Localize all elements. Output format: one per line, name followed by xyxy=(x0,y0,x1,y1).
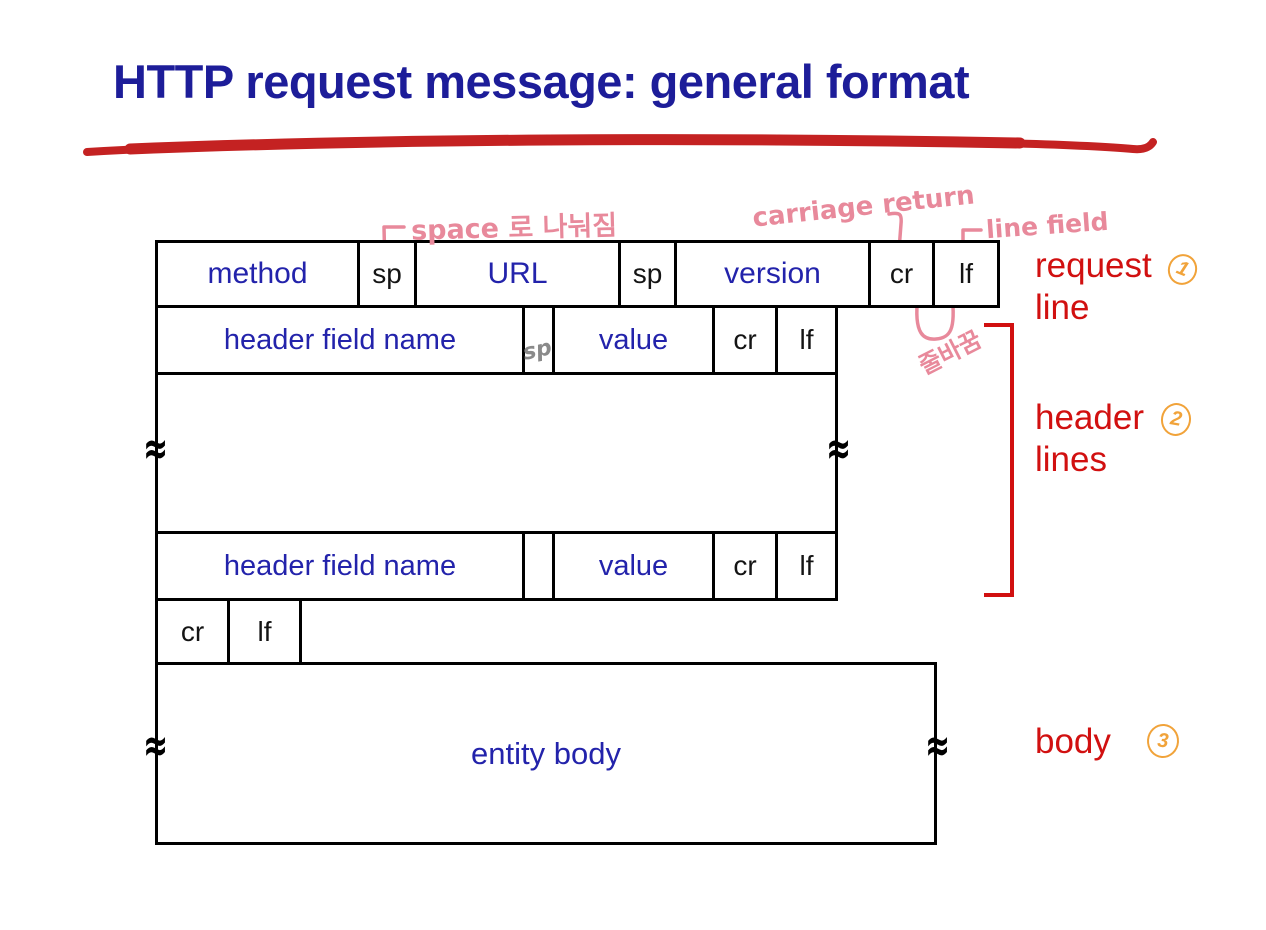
entity-body-box: entity body xyxy=(155,662,937,845)
cell-sp-2: sp xyxy=(618,240,677,308)
cell-cr-request-line: cr xyxy=(868,240,935,308)
cell-cr-header-1: cr xyxy=(712,305,778,375)
red-underline-stroke xyxy=(83,134,1157,156)
header-lines-bracket-bottom-tick xyxy=(984,593,1014,597)
header-lines-bracket-top-tick xyxy=(984,323,1014,327)
squiggle-break-icon: ≈ xyxy=(925,719,951,774)
cell-version: version xyxy=(674,240,871,308)
cell-url: URL xyxy=(414,240,621,308)
page-title: HTTP request message: general format xyxy=(113,55,970,108)
label-body: body xyxy=(1035,722,1111,761)
circled-number-1: 1 xyxy=(1163,249,1202,290)
cell-cr-blank-line: cr xyxy=(155,598,230,665)
label-request-line-1: request xyxy=(1035,246,1152,285)
label-header-lines-2: lines xyxy=(1035,440,1107,479)
note-line-break-korean: 줄바꿈 xyxy=(914,325,987,381)
circled-number-3: 3 xyxy=(1145,722,1181,760)
note-line-field: line field xyxy=(985,206,1110,245)
circled-number-2: 2 xyxy=(1158,400,1194,439)
cell-lf-header-2: lf xyxy=(775,531,838,601)
squiggle-break-icon: ≈ xyxy=(143,422,169,477)
note-space-separated: space 로 나눠짐 xyxy=(410,210,618,247)
label-header-lines-1: header xyxy=(1035,398,1144,437)
cell-lf-header-1: lf xyxy=(775,305,838,375)
cell-method: method xyxy=(155,240,360,308)
cell-sp-header-2 xyxy=(522,531,555,601)
cell-header-field-name-2: header field name xyxy=(155,531,525,601)
cell-value-1: value xyxy=(552,305,715,375)
cell-cr-header-2: cr xyxy=(712,531,778,601)
squiggle-break-icon: ≈ xyxy=(826,422,852,477)
cell-header-field-name-1: header field name xyxy=(155,305,525,375)
squiggle-break-icon: ≈ xyxy=(143,719,169,774)
cell-sp-1: sp xyxy=(357,240,417,308)
cell-value-2: value xyxy=(552,531,715,601)
note-carriage-return: carriage return xyxy=(751,180,977,234)
header-lines-bracket xyxy=(1010,323,1014,597)
label-request-line-2: line xyxy=(1035,288,1090,327)
cell-lf-blank-line: lf xyxy=(227,598,302,665)
elided-header-lines-box xyxy=(155,372,838,534)
cell-lf-request-line: lf xyxy=(932,240,1000,308)
